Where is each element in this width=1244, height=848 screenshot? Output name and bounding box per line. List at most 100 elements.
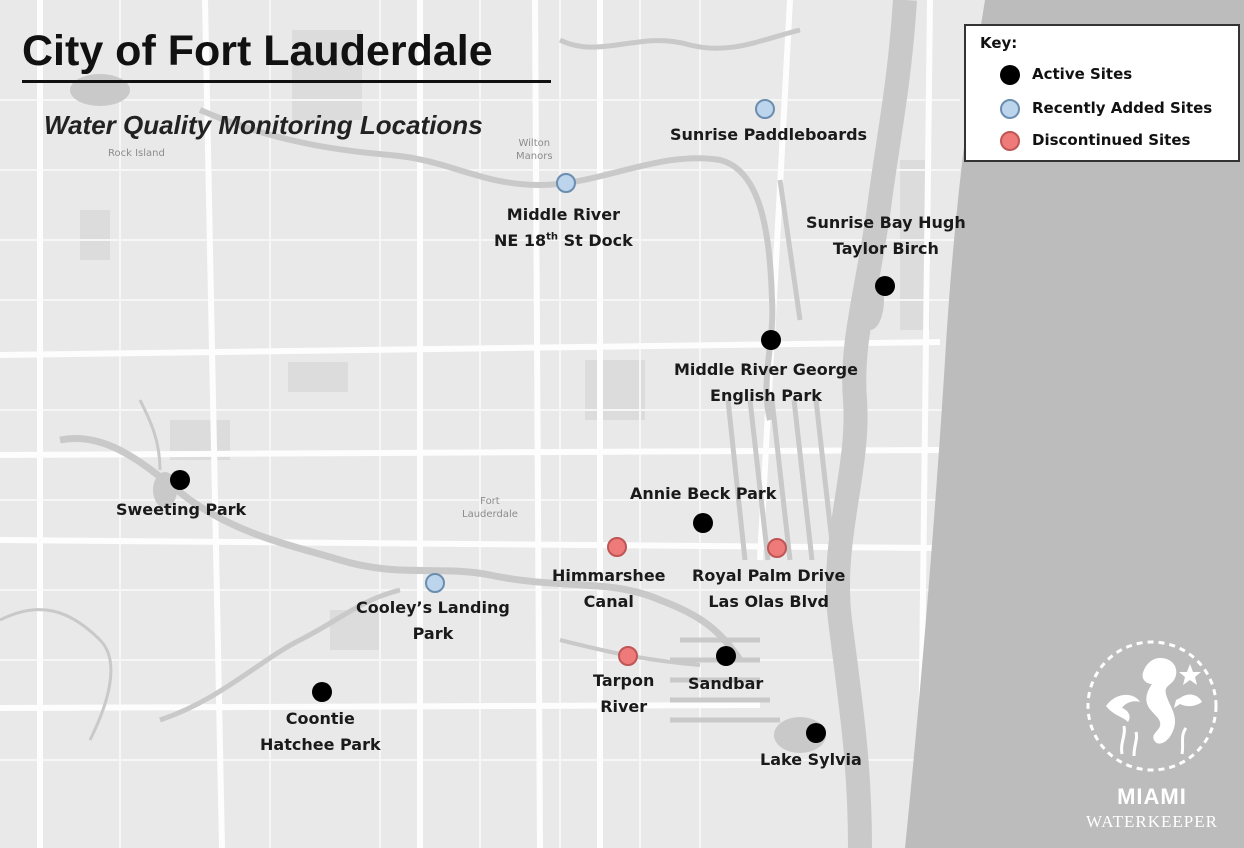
- map-title: City of Fort Lauderdale: [22, 27, 493, 75]
- site-label-line: Royal Palm Drive: [692, 566, 846, 585]
- site-label-line: Canal: [583, 592, 634, 612]
- canal: [791, 399, 815, 561]
- site-label-sunrise-paddleboards: Sunrise Paddleboards: [670, 122, 867, 148]
- site-marker-sunrise-bay[interactable]: [875, 276, 895, 296]
- road: [0, 339, 941, 358]
- site-label-line: Sunrise Paddleboards: [670, 125, 868, 144]
- site-label-line: English Park: [710, 386, 822, 406]
- logo-ring: [1086, 640, 1218, 772]
- site-label-line: Lake Sylvia: [760, 750, 862, 769]
- seahorse-logo-icon: [1086, 640, 1218, 772]
- atlantic-ocean: [905, 0, 1244, 848]
- waterways: [0, 0, 917, 848]
- site-label-lake-sylvia: Lake Sylvia: [760, 747, 862, 773]
- site-marker-sunrise-paddleboards[interactable]: [755, 99, 775, 119]
- site-label-line: Coontie: [285, 709, 355, 728]
- key-label-recent: Recently Added Sites: [1032, 99, 1213, 117]
- park-areas: [80, 30, 930, 650]
- basemap-label-rock-island: Rock Island: [108, 148, 165, 161]
- middle-river-north-fork: [558, 27, 801, 51]
- canal: [138, 399, 162, 471]
- basemap-label-line: Lauderdale: [462, 508, 518, 520]
- basemap-label-line: Fort: [480, 496, 500, 507]
- site-label-himmarshee: Himmarshee Canal: [552, 563, 666, 616]
- title-underline: [22, 80, 551, 83]
- road: [757, 0, 793, 561]
- site-label-line: Park: [412, 624, 454, 644]
- site-marker-middle-river-ne-18th[interactable]: [556, 173, 576, 193]
- map-key: Key: Active Sites Recently Added Sites D…: [964, 24, 1240, 162]
- major-roads: [0, 0, 941, 848]
- intracoastal-waterway: [825, 0, 917, 848]
- site-label-line: NE 18th St Dock: [494, 231, 633, 251]
- basemap-label-line: Manors: [516, 150, 553, 162]
- site-marker-cooleys-landing[interactable]: [425, 573, 445, 593]
- site-marker-tarpon-river[interactable]: [618, 646, 638, 666]
- logo-seagrass: [1120, 725, 1188, 757]
- logo-dolphin: [1106, 694, 1140, 722]
- road: [0, 447, 941, 458]
- canal: [0, 608, 113, 741]
- site-label-sandbar: Sandbar: [688, 671, 763, 697]
- road: [0, 702, 761, 711]
- site-label-line: Hatchee Park: [260, 735, 381, 755]
- canal: [747, 399, 771, 561]
- canal: [769, 399, 793, 561]
- key-label-active: Active Sites: [1032, 65, 1133, 83]
- key-swatch-active: [1000, 65, 1020, 85]
- key-swatch-discontinued: [1000, 131, 1020, 151]
- site-label-line: Cooley’s Landing: [356, 598, 510, 617]
- canal: [813, 399, 837, 561]
- site-label-annie-beck: Annie Beck Park: [630, 481, 776, 507]
- site-label-line: Taylor Birch: [832, 239, 939, 259]
- site-label-line: Sunrise Bay Hugh: [806, 213, 966, 232]
- lake: [70, 74, 130, 106]
- site-marker-coontie-hatchee[interactable]: [312, 682, 332, 702]
- site-marker-himmarshee[interactable]: [607, 537, 627, 557]
- park-area: [292, 30, 362, 120]
- logo-seahorse: [1142, 658, 1177, 744]
- site-marker-george-english[interactable]: [761, 330, 781, 350]
- basemap-label-wilton-manors: Wilton Manors: [516, 138, 553, 163]
- basemap-label-line: Rock Island: [108, 148, 165, 159]
- site-label-cooleys-landing: Cooley’s Landing Park: [356, 595, 510, 648]
- park-area: [288, 362, 348, 392]
- park-area: [80, 210, 110, 260]
- site-marker-sweeting-park[interactable]: [170, 470, 190, 490]
- key-title: Key:: [980, 34, 1018, 52]
- site-marker-royal-palm[interactable]: [767, 538, 787, 558]
- site-marker-lake-sylvia[interactable]: [806, 723, 826, 743]
- key-swatch-recent: [1000, 99, 1020, 119]
- site-marker-annie-beck[interactable]: [693, 513, 713, 533]
- site-label-line: Sandbar: [688, 674, 764, 693]
- site-marker-sandbar[interactable]: [716, 646, 736, 666]
- basemap-label-line: Wilton: [518, 138, 551, 149]
- miami-waterkeeper-logo: MIAMI WATERKEEPER: [1068, 636, 1236, 836]
- site-label-line: Himmarshee: [552, 566, 666, 585]
- site-label-sunrise-bay: Sunrise Bay Hugh Taylor Birch: [806, 210, 966, 263]
- site-label-line: Middle River: [506, 205, 620, 224]
- site-label-coontie-hatchee: Coontie Hatchee Park: [260, 706, 381, 759]
- site-label-sweeting-park: Sweeting Park: [116, 497, 246, 523]
- map-subtitle: Water Quality Monitoring Locations: [44, 110, 483, 140]
- site-label-line: Middle River George: [674, 360, 858, 379]
- road: [532, 0, 543, 848]
- logo-fish: [1174, 694, 1202, 708]
- site-label-line: Las Olas Blvd: [708, 592, 829, 612]
- road: [202, 0, 225, 848]
- site-label-line: Sweeting Park: [116, 500, 247, 519]
- basemap-label-fort-lauderdale: Fort Lauderdale: [462, 496, 518, 521]
- canal: [725, 399, 748, 561]
- logo-name: MIAMI: [1117, 784, 1187, 809]
- site-label-line: Annie Beck Park: [630, 484, 777, 503]
- site-label-george-english: Middle River George English Park: [674, 357, 858, 410]
- logo-subtitle: WATERKEEPER: [1086, 812, 1218, 831]
- site-label-line: Tarpon: [593, 671, 655, 690]
- new-river-south-fork: [159, 587, 401, 723]
- site-label-tarpon-river: Tarpon River: [593, 668, 654, 721]
- site-label-middle-river-ne-18th: Middle River NE 18th St Dock: [494, 202, 633, 255]
- logo-starfish: [1179, 664, 1201, 685]
- canal: [777, 179, 803, 321]
- key-label-discontinued: Discontinued Sites: [1032, 131, 1191, 149]
